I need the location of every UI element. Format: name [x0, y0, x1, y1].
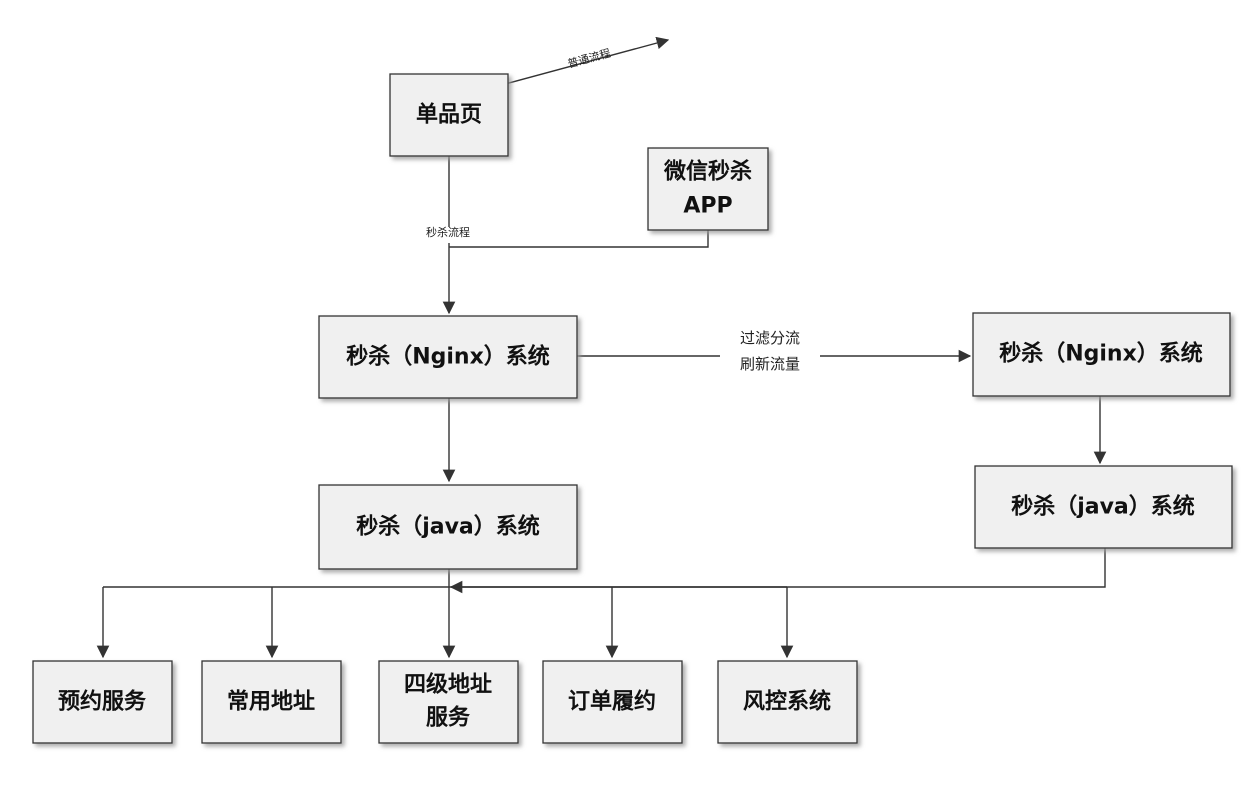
edge-normal-flow [482, 36, 670, 91]
node-risk-control-system: 风控系统 [717, 660, 858, 744]
node-common-address: 常用地址 [201, 660, 342, 744]
label-bg [720, 327, 820, 375]
label-split-line1: 过滤分流 [740, 329, 800, 347]
label-normal-flow: 普通流程 [566, 46, 612, 71]
label-split-line2: 刷新流量 [740, 355, 800, 373]
node-label: 风控系统 [743, 689, 831, 715]
node-label: 秒杀（java）系统 [1011, 494, 1195, 520]
node-four-level-address-service: 四级地址 服务 [378, 660, 519, 744]
label-seckill-flow: 秒杀流程 [426, 225, 470, 239]
node-java-right: 秒杀（java）系统 [974, 465, 1233, 549]
node-label: 秒杀（Nginx）系统 [346, 344, 550, 370]
node-label: 四级地址 [404, 672, 492, 698]
node-label: 订单履约 [568, 689, 656, 715]
node-label: 预约服务 [58, 689, 147, 715]
node-nginx-left: 秒杀（Nginx）系统 [318, 315, 578, 399]
label-bg [418, 227, 480, 243]
node-java-left: 秒杀（java）系统 [318, 484, 578, 570]
node-label: 服务 [426, 706, 471, 731]
node-label: 秒杀（java）系统 [356, 514, 540, 540]
node-single-product-page: 单品页 [389, 73, 509, 157]
edge-wechat-join [449, 230, 709, 248]
node-order-fulfillment: 订单履约 [542, 660, 683, 744]
node-reservation-service: 预约服务 [32, 660, 173, 744]
node-nginx-right: 秒杀（Nginx）系统 [972, 312, 1231, 397]
node-label: 秒杀（Nginx）系统 [999, 341, 1203, 367]
node-label: 单品页 [416, 103, 482, 128]
node-label: 常用地址 [227, 689, 315, 715]
node-wechat-seckill-app: 微信秒杀 APP [647, 147, 769, 231]
node-label: APP [683, 194, 732, 219]
node-label: 微信秒杀 [663, 159, 752, 185]
